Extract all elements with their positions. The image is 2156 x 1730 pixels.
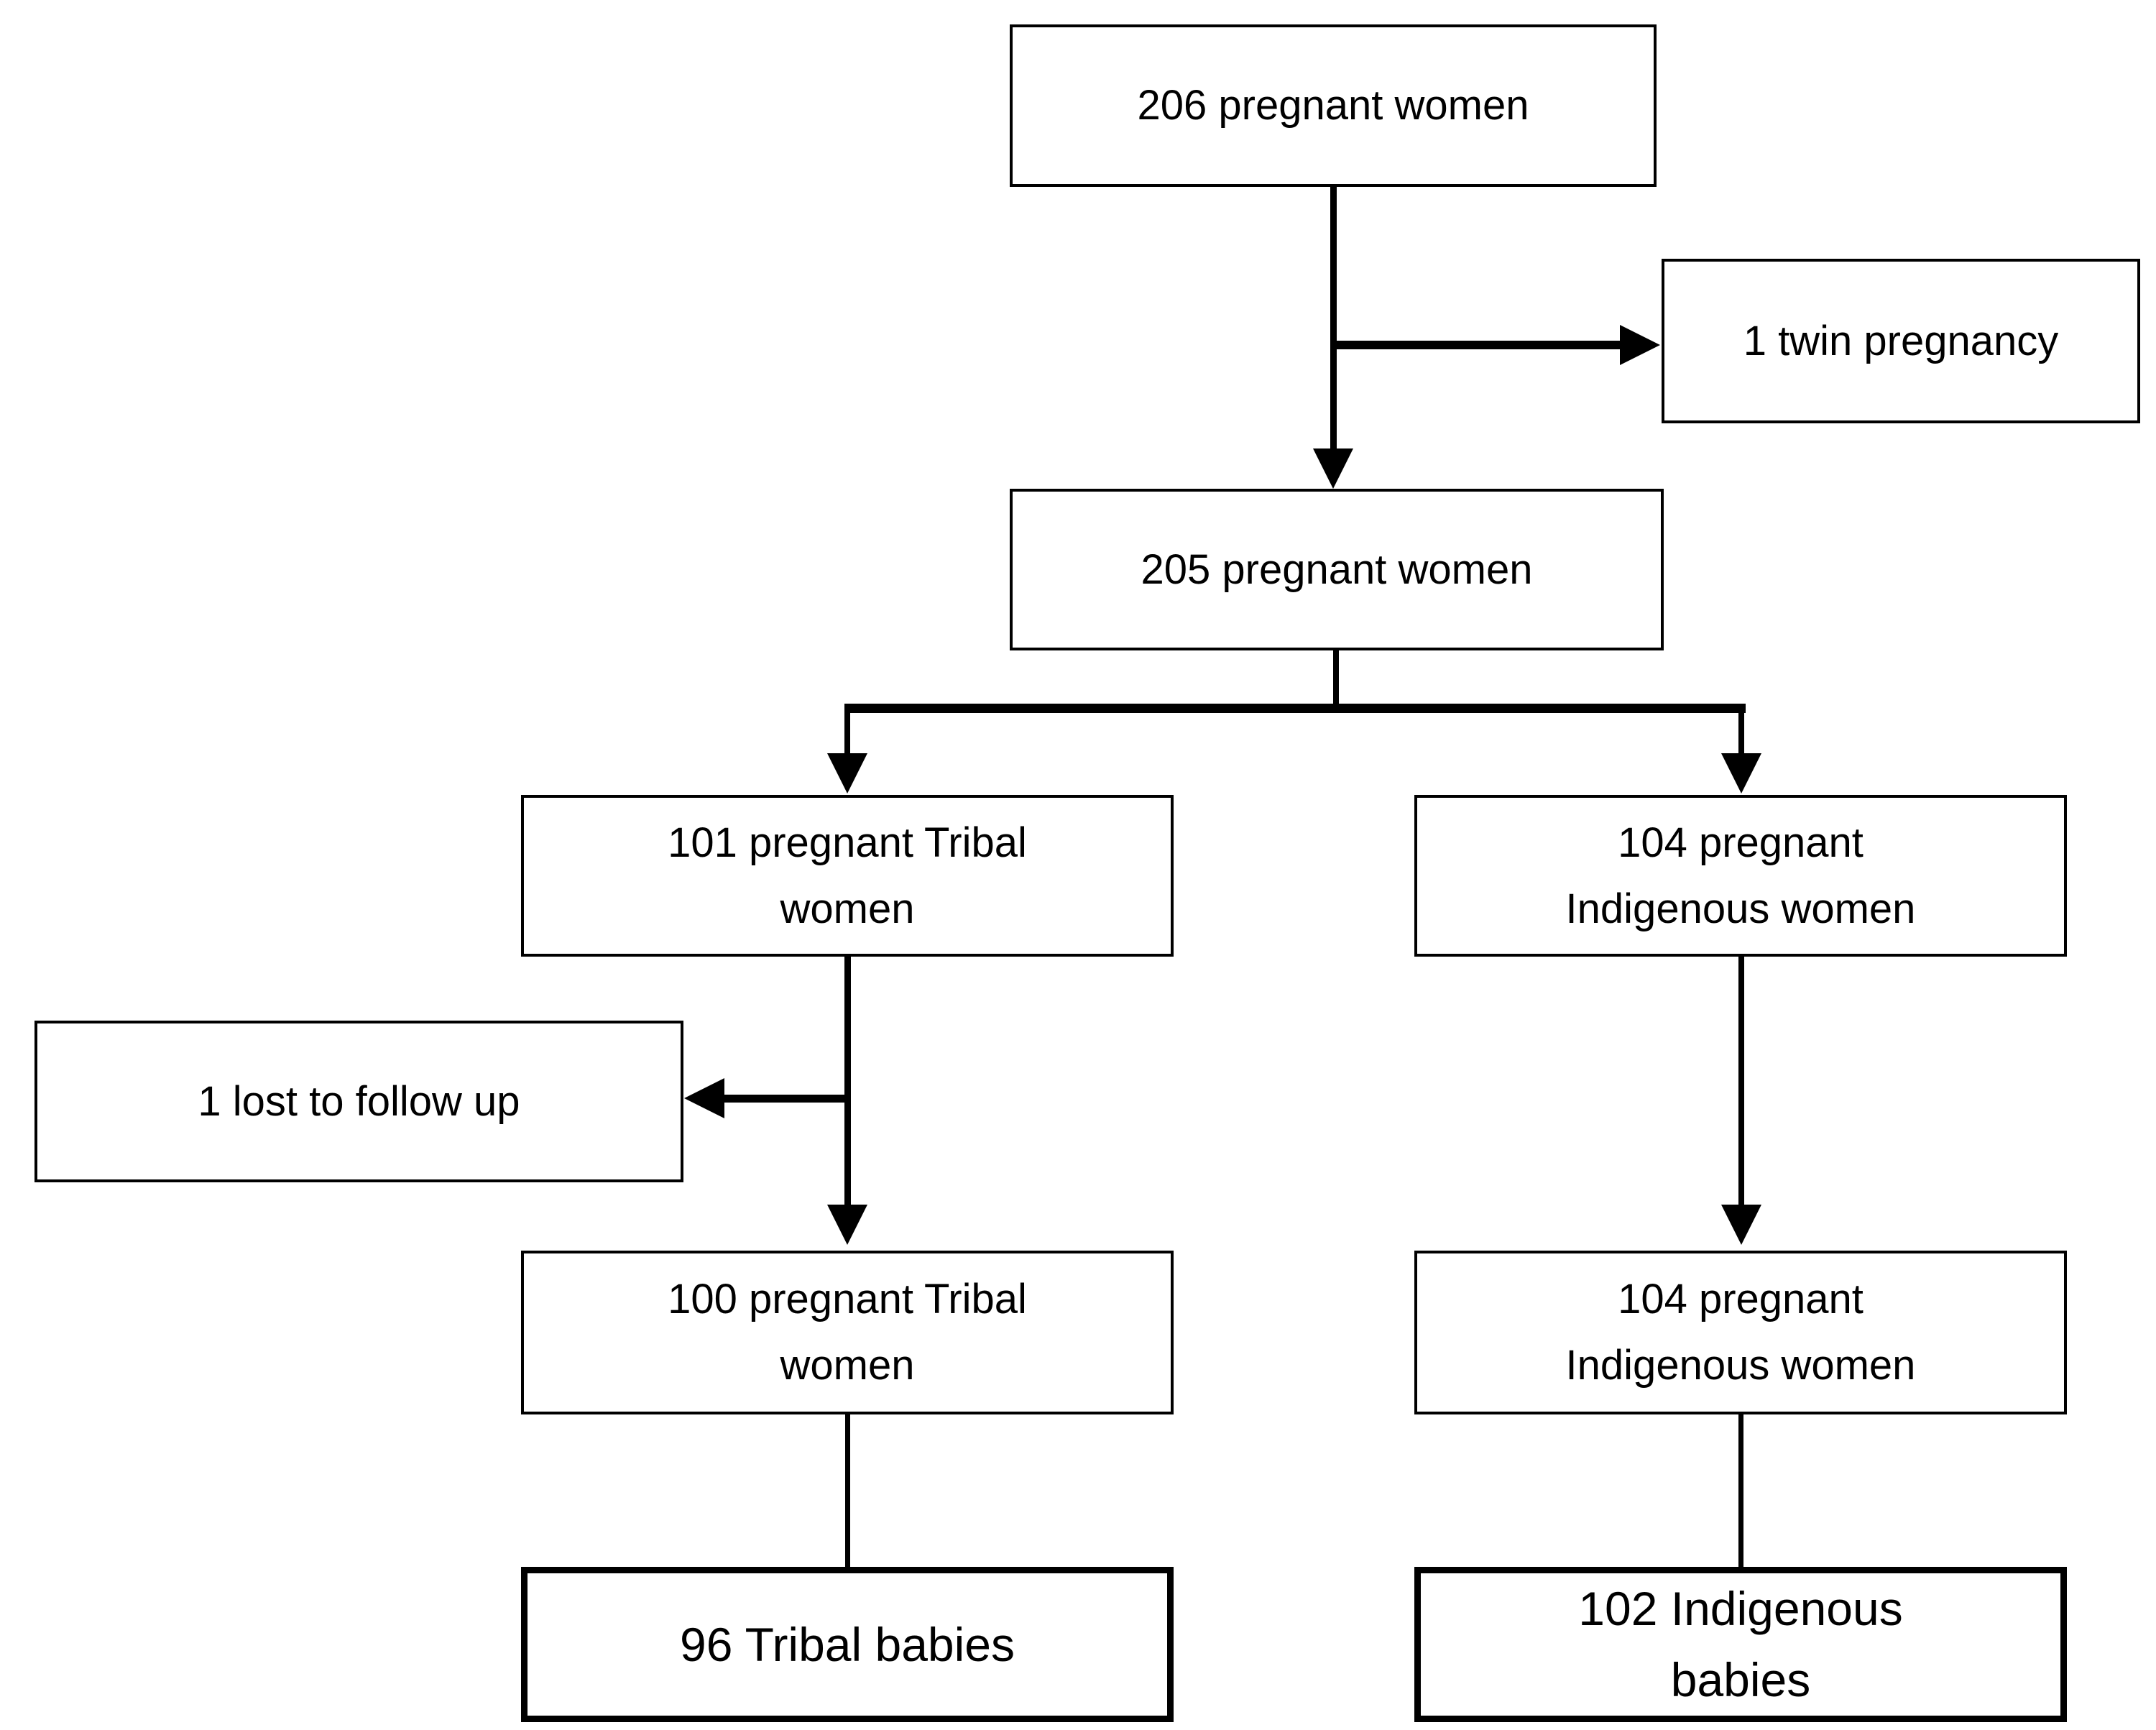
arrowhead-into-205 <box>1313 448 1353 489</box>
connector-104-to-104b <box>1738 957 1744 1205</box>
node-96-tribal-babies: 96 Tribal babies <box>521 1567 1174 1722</box>
connector-205-stub <box>1333 650 1339 708</box>
node-104-pregnant-indigenous-women: 104 pregnant Indigenous women <box>1414 795 2067 957</box>
node-205-pregnant-women: 205 pregnant women <box>1010 489 1664 650</box>
connector-101-to-lost <box>724 1095 848 1103</box>
node-1-lost-to-follow-up: 1 lost to follow up <box>34 1021 683 1182</box>
node-100-pregnant-tribal-women: 100 pregnant Tribal women <box>521 1251 1174 1414</box>
connector-100-to-96 <box>845 1414 850 1567</box>
connector-206-to-twin <box>1333 341 1622 349</box>
connector-branch-horizontal <box>844 704 1746 713</box>
arrowhead-into-104b <box>1721 1205 1761 1245</box>
node-101-pregnant-tribal-women: 101 pregnant Tribal women <box>521 795 1174 957</box>
connector-206-to-205 <box>1330 187 1337 448</box>
node-1-twin-pregnancy: 1 twin pregnancy <box>1662 259 2140 423</box>
connector-104b-to-102 <box>1738 1414 1743 1567</box>
arrowhead-into-twin-pregnancy <box>1620 325 1660 365</box>
arrowhead-into-100 <box>827 1205 867 1245</box>
connector-101-to-100 <box>844 957 851 1205</box>
arrowhead-into-104 <box>1721 753 1761 793</box>
node-206-pregnant-women: 206 pregnant women <box>1010 24 1657 187</box>
node-102-indigenous-babies: 102 Indigenous babies <box>1414 1567 2067 1722</box>
connector-branch-to-101 <box>844 704 850 754</box>
node-104-pregnant-indigenous-women-followed: 104 pregnant Indigenous women <box>1414 1251 2067 1414</box>
arrowhead-into-101 <box>827 753 867 793</box>
connector-branch-to-104 <box>1738 704 1744 754</box>
arrowhead-into-lost-follow-up <box>684 1078 724 1118</box>
